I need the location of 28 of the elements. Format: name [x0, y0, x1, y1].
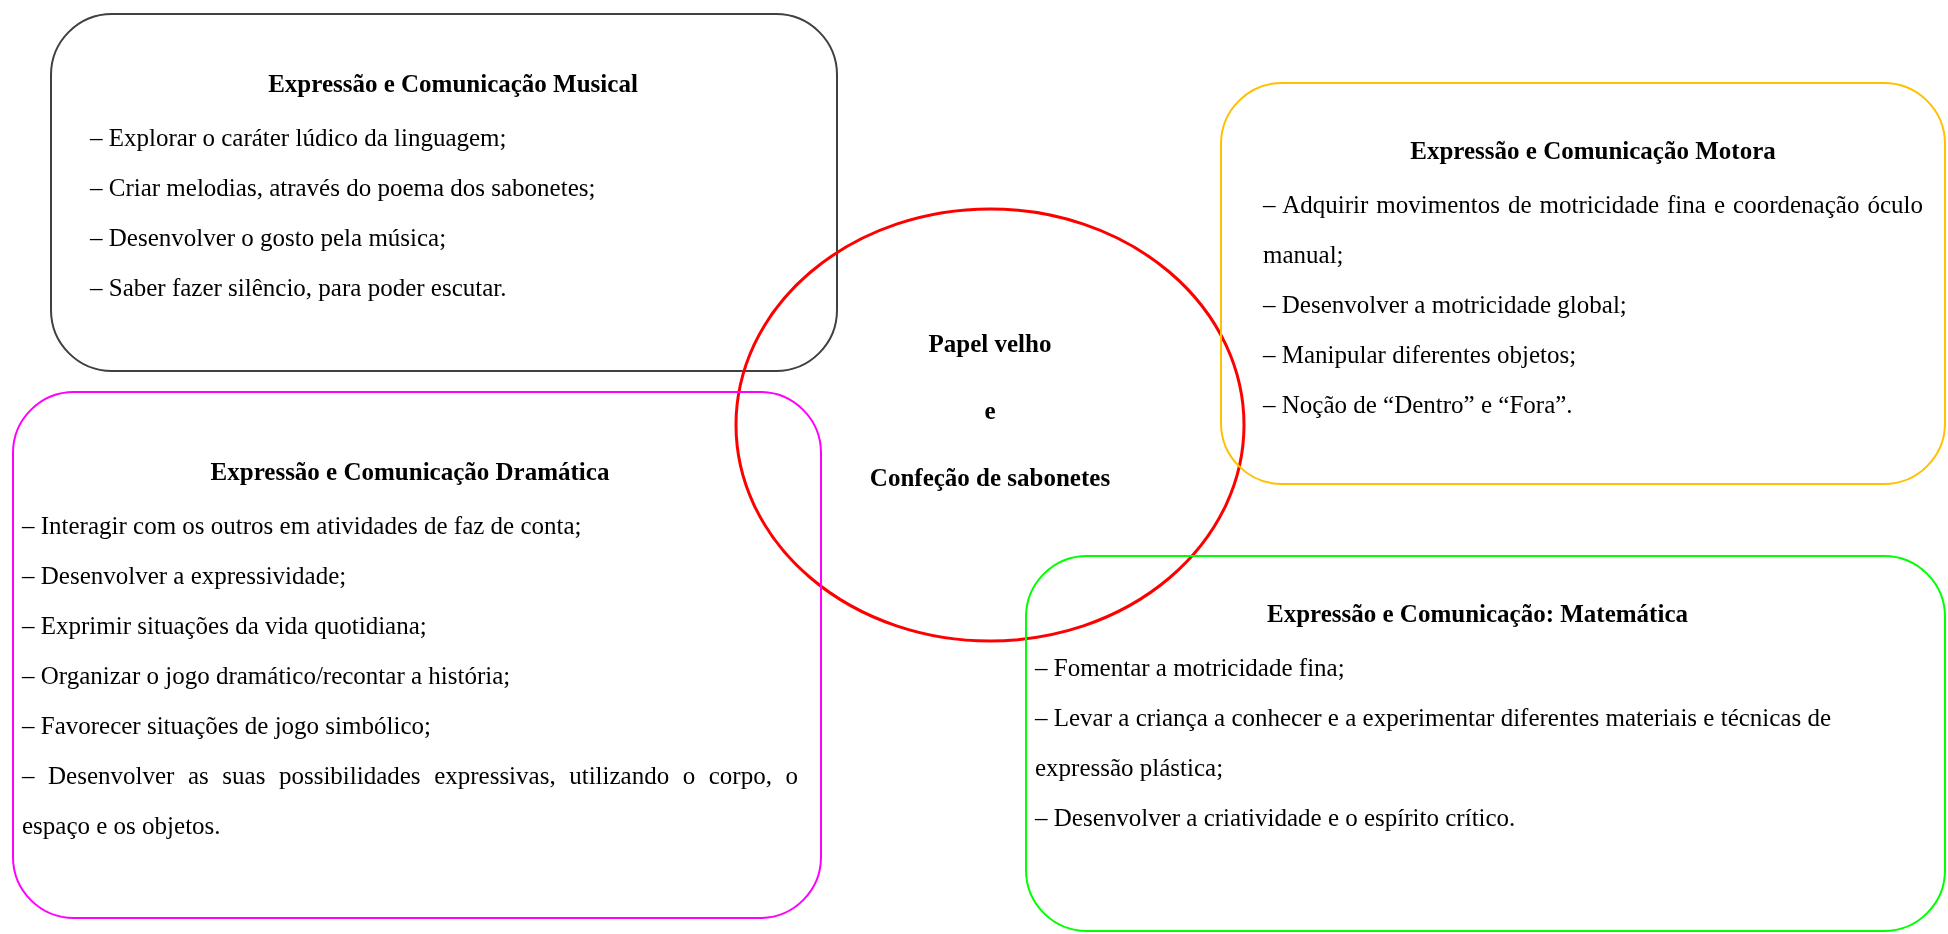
section-heading: Expressão e Comunicação Dramática	[209, 457, 611, 487]
list-item: – Favorecer situações de jogo simbólico;	[22, 711, 432, 741]
center-title: Confeção de sabonetes	[868, 463, 1112, 493]
rounded-box	[1220, 82, 1946, 485]
center-title: e	[983, 396, 997, 426]
section-heading: Expressão e Comunicação: Matemática	[1266, 599, 1689, 629]
list-item: – Organizar o jogo dramático/recontar a história;	[22, 661, 512, 691]
list-item: – Saber fazer silêncio, para poder escutar.	[90, 273, 508, 303]
list-item: – Exprimir situações da vida quotidiana;	[22, 611, 428, 641]
list-item: – Desenvolver a criatividade e o espírito crítico.	[1035, 803, 1517, 833]
list-item: – Adquirir movimentos de motricidade fina e coordenação óculo manual;	[1263, 190, 1923, 270]
list-item: – Desenvolver a motricidade global;	[1263, 290, 1628, 320]
list-item: – Desenvolver as suas possibilidades expressivas, utilizando o corpo, o espaço e os objetos.	[22, 761, 798, 841]
list-item: – Fomentar a motricidade fina;	[1035, 653, 1346, 683]
list-item: – Levar a criança a conhecer e a experimentar diferentes materiais e técnicas de expressão plástica;	[1035, 703, 1833, 783]
rounded-box	[1025, 555, 1946, 932]
section-heading: Expressão e Comunicação Motora	[1409, 136, 1777, 166]
list-item: – Noção de “Dentro” e “Fora”.	[1263, 390, 1574, 420]
list-item: – Manipular diferentes objetos;	[1263, 340, 1578, 370]
list-item: – Interagir com os outros em atividades de faz de conta;	[22, 511, 583, 541]
list-item: – Desenvolver o gosto pela música;	[90, 223, 448, 253]
rounded-box	[12, 391, 822, 919]
section-heading: Expressão e Comunicação Musical	[267, 69, 639, 99]
list-item: – Explorar o caráter lúdico da linguagem;	[90, 123, 508, 153]
list-item: – Desenvolver a expressividade;	[22, 561, 348, 591]
list-item: – Criar melodias, através do poema dos sabonetes;	[90, 173, 597, 203]
rounded-box	[50, 13, 838, 372]
center-title: Papel velho	[927, 329, 1053, 359]
